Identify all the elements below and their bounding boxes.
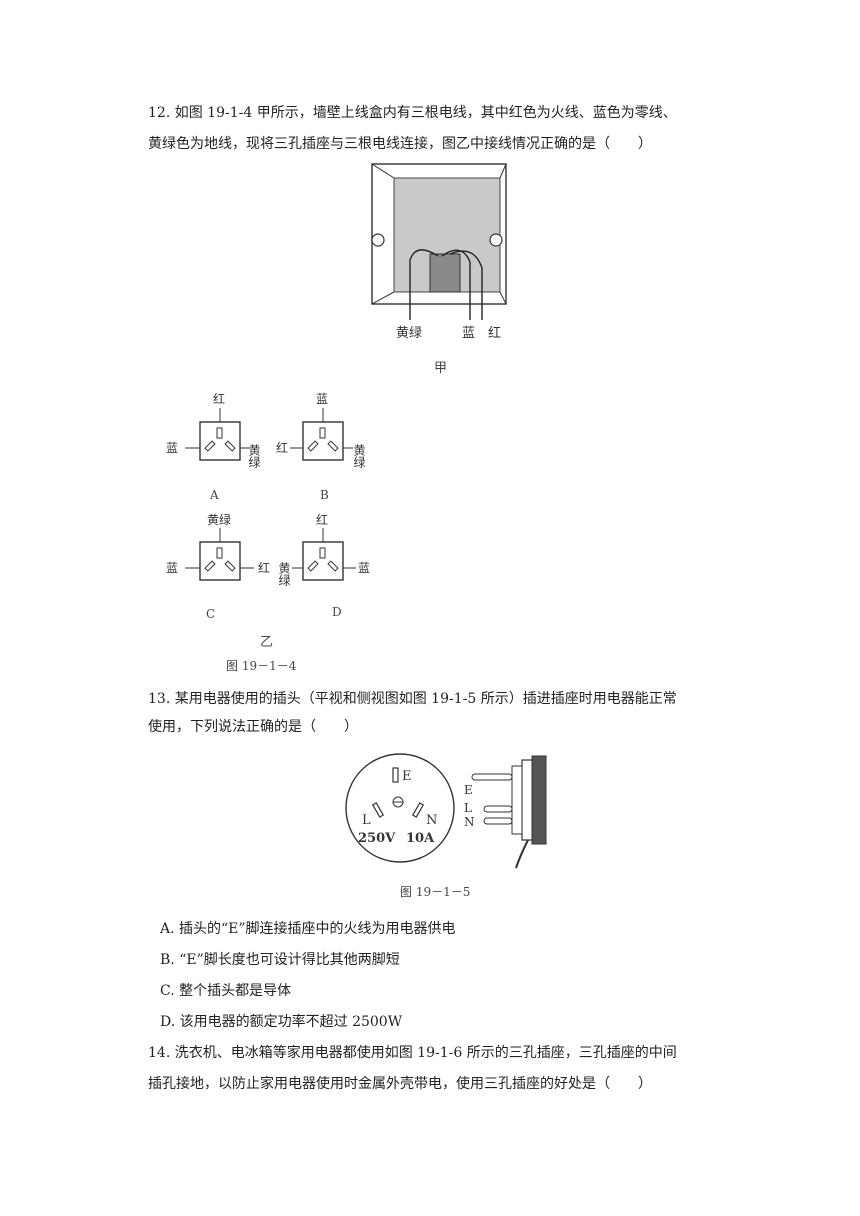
q13-option-d: D. 该用电器的额定功率不超过 2500W [160, 1014, 403, 1030]
plug-side-view: E L N [464, 755, 547, 869]
plug-side-pin-l [483, 805, 513, 813]
socket-a-left-label: 蓝 [166, 441, 178, 455]
socket-d-top-label: 红 [316, 512, 328, 527]
plug-voltage-rating: 250V [358, 831, 396, 846]
figure-19-1-4-number: 图 19－1－4 [226, 659, 297, 673]
wire-yellow-green [409, 249, 439, 320]
wire-red [449, 250, 483, 320]
q13-option-b: B. “E”脚长度也可设计得比其他两脚短 [160, 952, 400, 968]
socket-b-top-label: 蓝 [316, 392, 328, 406]
socket-d-left-label: 黄绿 [277, 562, 291, 586]
figure-yi-caption: 乙 [260, 635, 273, 650]
socket-c-right-label: 红 [258, 560, 270, 575]
figure-jia-junction-box: 黄绿 蓝 红 甲 [371, 163, 507, 376]
figure-yi-socket-options: 红 蓝 黄绿 A 蓝 红 黄绿 B 黄绿 [166, 391, 370, 673]
wire-label-blue: 蓝 [462, 326, 475, 341]
socket-a-right-label: 黄绿 [247, 444, 261, 468]
q14-line-1: 14. 洗衣机、电冰箱等家用电器都使用如图 19-1-6 所示的三孔插座，三孔插… [148, 1045, 677, 1061]
box-outer-frame [371, 163, 507, 305]
plug-side-e-label: E [464, 783, 473, 797]
plug-pin-l-slot [371, 802, 385, 818]
plug-pin-n-slot [411, 802, 425, 818]
socket-option-a: 红 蓝 黄绿 A [166, 391, 261, 502]
socket-a-body [199, 421, 241, 461]
q12-line-2: 黄绿色为地线，现将三孔插座与三根电线连接，图乙中接线情况正确的是（ ） [148, 136, 652, 152]
screw-hole-right [489, 233, 503, 247]
socket-option-c: 黄绿 蓝 红 C [166, 512, 270, 621]
plug-current-rating: 10A [406, 831, 435, 846]
plug-pin-e-slot [392, 767, 399, 783]
plug-side-pin-e [471, 773, 513, 781]
socket-b-body [302, 421, 344, 461]
wire-label-yellow-green: 黄绿 [396, 326, 422, 341]
plug-front-e-label: E [402, 769, 412, 784]
q13-option-c: C. 整个插头都是导体 [160, 983, 292, 999]
figure-jia-caption: 甲 [434, 361, 447, 376]
q14-line-2: 插孔接地，以防止家用电器使用时金属外壳带电，使用三孔插座的好处是（ ） [148, 1076, 652, 1092]
socket-option-d: 红 黄绿 蓝 D [277, 512, 370, 619]
socket-c-top-label: 黄绿 [207, 512, 231, 527]
plug-front-face [345, 753, 455, 863]
plug-side-housing [531, 755, 547, 845]
socket-c-letter: C [206, 607, 215, 621]
socket-a-top-label: 红 [213, 391, 225, 406]
socket-a-letter: A [209, 488, 219, 502]
q13-line-2: 使用，下列说法正确的是（ ） [148, 719, 358, 735]
plug-side-l-label: L [464, 801, 472, 815]
socket-d-right-label: 蓝 [358, 561, 370, 575]
socket-option-b: 蓝 红 黄绿 B [276, 392, 366, 502]
plug-front-l-label: L [362, 813, 371, 828]
socket-b-letter: B [320, 488, 329, 502]
wire-label-red: 红 [488, 325, 501, 341]
q13-line-1: 13. 某用电器使用的插头（平视和侧视图如图 19-1-5 所示）插进插座时用电… [148, 691, 677, 707]
socket-b-right-label: 黄绿 [352, 444, 366, 468]
plug-front-n-label: N [426, 813, 437, 828]
socket-d-letter: D [332, 605, 342, 619]
figure-19-1-5-number: 图 19－1－5 [400, 885, 470, 899]
q12-line-1: 12. 如图 19-1-4 甲所示，墙壁上线盒内有三根电线，其中红色为火线、蓝色… [148, 105, 677, 121]
socket-c-left-label: 蓝 [166, 561, 178, 575]
plug-side-pin-n [483, 817, 513, 825]
screw-hole-left [371, 233, 385, 247]
socket-b-left-label: 红 [276, 440, 288, 455]
conduit-block [429, 253, 461, 293]
figure-19-1-5-plug: E L N 250V 10A E L N 图 19－1－5 [345, 753, 547, 899]
q13-option-a: A. 插头的“E”脚连接插座中的火线为用电器供电 [160, 921, 456, 937]
plug-side-n-label: N [464, 815, 475, 829]
